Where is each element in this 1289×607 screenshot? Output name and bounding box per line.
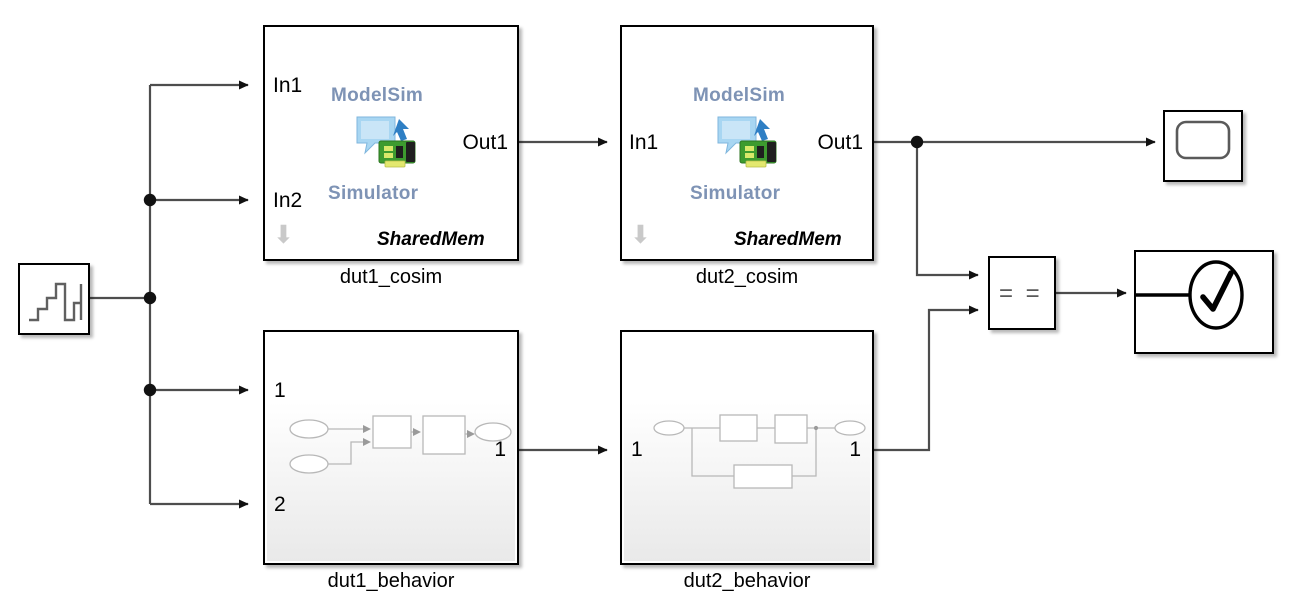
signal-builder-source-block[interactable] — [18, 263, 90, 335]
dut1-cosim-block[interactable]: ModelSim Simulator In1 In2 Out1 ⬇ Shared… — [263, 25, 519, 261]
junction-dot — [143, 291, 157, 305]
down-arrow-icon: ⬇ — [630, 221, 651, 249]
assertion-checkmark-icon — [1136, 260, 1244, 330]
dut2-cosim-input-label-in1: In1 — [629, 131, 659, 154]
wire-beh2-to-relop — [874, 305, 979, 452]
dut1-cosim-input-label-in2: In2 — [273, 189, 303, 212]
dut2-behavior-block[interactable]: 1 1 — [620, 330, 874, 565]
staircase-waveform-icon — [29, 282, 83, 322]
modelsim-simulator-icon — [717, 116, 777, 168]
subsystem-gradient-body — [624, 334, 870, 561]
dut1-behavior-block[interactable]: 1 2 1 — [263, 330, 519, 565]
wire-dut2cosim-to-relop — [915, 142, 979, 280]
subsystem-preview-icon — [653, 414, 866, 489]
dut1-cosim-input-label-in1: In1 — [273, 74, 303, 97]
dut2-behavior-input-label-1: 1 — [631, 438, 643, 461]
scope-block[interactable] — [1163, 110, 1243, 182]
subsystem-preview-icon — [289, 415, 512, 474]
junction-dot — [143, 193, 157, 207]
dut1-behavior-input-label-2: 2 — [274, 493, 286, 516]
dut2-cosim-output-label-out1: Out1 — [817, 131, 863, 154]
modelsim-logo-title: ModelSim — [693, 85, 786, 106]
down-arrow-icon: ⬇ — [273, 221, 294, 249]
modelsim-simulator-icon — [356, 116, 416, 168]
relational-operator-block[interactable]: = = — [988, 256, 1056, 330]
dut1-behavior-label: dut1_behavior — [327, 570, 455, 592]
dut2-behavior-output-label-1: 1 — [849, 438, 861, 461]
modelsim-logo-subtitle: Simulator — [690, 183, 781, 204]
dut2-behavior-label: dut2_behavior — [683, 570, 811, 592]
dut2-cosim-comm-mode: SharedMem — [734, 229, 842, 250]
relational-operator-label: = = — [999, 280, 1043, 307]
dut1-behavior-input-label-1: 1 — [274, 379, 286, 402]
dut1-cosim-label: dut1_cosim — [339, 266, 443, 288]
dut1-behavior-output-label-1: 1 — [494, 438, 506, 461]
modelsim-logo-subtitle: Simulator — [328, 183, 419, 204]
dut2-cosim-label: dut2_cosim — [695, 266, 799, 288]
dut2-cosim-block[interactable]: ModelSim Simulator In1 Out1 ⬇ SharedMem — [620, 25, 874, 261]
assertion-block[interactable] — [1134, 250, 1274, 354]
junction-dot — [143, 383, 157, 397]
scope-icon — [1175, 120, 1231, 160]
junction-dot — [910, 135, 924, 149]
dut1-cosim-comm-mode: SharedMem — [377, 229, 485, 250]
modelsim-logo-title: ModelSim — [331, 85, 424, 106]
dut1-cosim-output-label-out1: Out1 — [462, 131, 508, 154]
